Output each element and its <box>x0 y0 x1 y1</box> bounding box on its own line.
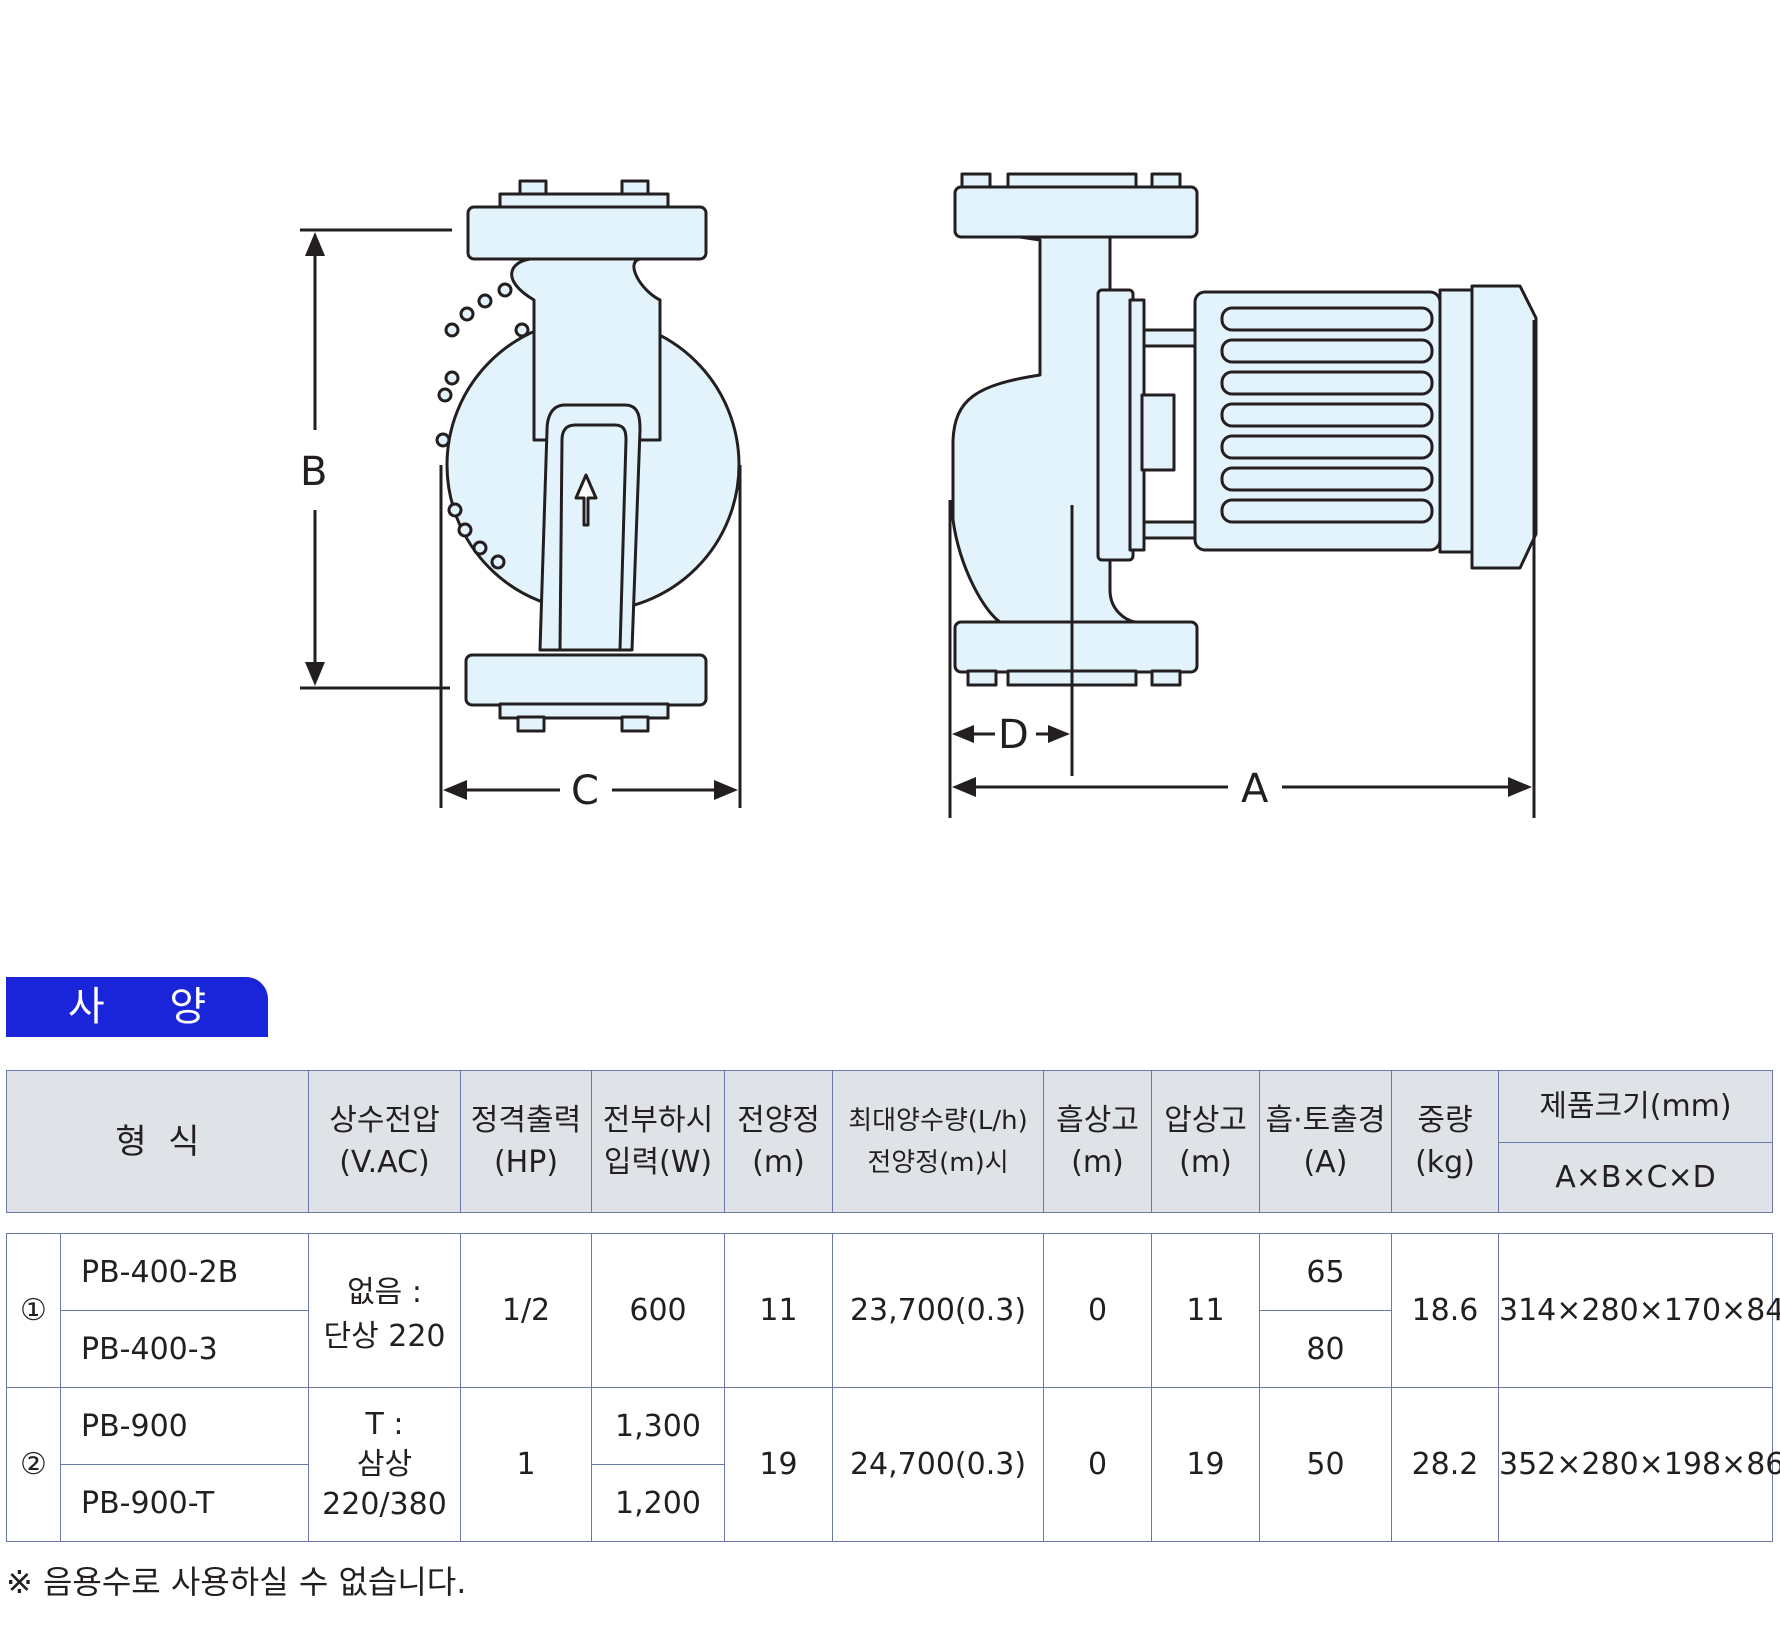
header-size: 제품크기(mm) <box>1498 1070 1773 1143</box>
table-row: ① PB-400-2B 없음 :단상 220 1/2 600 11 23,700… <box>6 1233 1780 1388</box>
model-name: PB-900-T <box>60 1464 309 1542</box>
dimension-label-b: B <box>300 449 327 495</box>
table-row: PB-900-T 1,200 <box>7 1464 1773 1542</box>
model-name: PB-900 <box>60 1387 309 1465</box>
spec-table-body: ① PB-400-2B 없음 :단상 220 1/2 600 11 23,700… <box>6 1233 1780 1542</box>
front-view <box>435 179 741 733</box>
suction-cell: 0 <box>1043 1233 1152 1388</box>
model-name: PB-400-2B <box>60 1233 309 1311</box>
input-cell: 1,200 <box>591 1464 725 1542</box>
header-weight: 중량(kg) <box>1391 1070 1499 1213</box>
dimension-label-d: D <box>998 712 1029 758</box>
head-cell: 19 <box>724 1387 833 1542</box>
footnote: ※ 음용수로 사용하실 수 없습니다. <box>6 1563 467 1601</box>
input-cell: 600 <box>591 1233 725 1388</box>
voltage-cell: 없음 :단상 220 <box>308 1233 461 1388</box>
bore-cell: 65 <box>1259 1233 1392 1311</box>
header-size-formula: A×B×C×D <box>1498 1142 1773 1213</box>
weight-cell: 18.6 <box>1391 1233 1499 1388</box>
bore-cell: 50 <box>1259 1387 1392 1542</box>
weight-cell: 28.2 <box>1391 1387 1499 1542</box>
table-row: PB-400-3 80 <box>7 1310 1773 1388</box>
size-cell: 314×280×170×84 <box>1498 1233 1780 1388</box>
output-cell: 1 <box>460 1387 592 1542</box>
suction-cell: 0 <box>1043 1387 1152 1542</box>
input-cell: 1,300 <box>591 1387 725 1465</box>
side-view <box>951 172 1538 687</box>
group-index: ① <box>6 1233 61 1388</box>
size-cell: 352×280×198×86 <box>1498 1387 1780 1542</box>
spec-section-badge: 사 양 <box>6 977 268 1037</box>
flow-cell: 24,700(0.3) <box>832 1387 1044 1542</box>
header-suction: 흡상고(m) <box>1043 1070 1152 1213</box>
header-flow: 최대양수량(L/h)전양정(m)시 <box>832 1070 1044 1213</box>
header-pressure: 압상고(m) <box>1151 1070 1260 1213</box>
head-cell: 11 <box>724 1233 833 1388</box>
pump-dimension-drawing: B C D A <box>300 172 1538 818</box>
dimension-label-c: C <box>571 768 599 814</box>
header-head: 전양정(m) <box>724 1070 833 1213</box>
header-voltage: 상수전압(V.AC) <box>308 1070 461 1213</box>
header-model: 형 식 <box>6 1070 309 1213</box>
dimension-label-a: A <box>1241 766 1269 812</box>
header-output: 정격출력(HP) <box>460 1070 592 1213</box>
model-name: PB-400-3 <box>60 1310 309 1388</box>
header-bore: 흡·토출경(A) <box>1259 1070 1392 1213</box>
pressure-cell: 19 <box>1151 1387 1260 1542</box>
group-index: ② <box>6 1387 61 1542</box>
flow-cell: 23,700(0.3) <box>832 1233 1044 1388</box>
bore-cell: 80 <box>1259 1310 1392 1388</box>
pressure-cell: 11 <box>1151 1233 1260 1388</box>
output-cell: 1/2 <box>460 1233 592 1388</box>
